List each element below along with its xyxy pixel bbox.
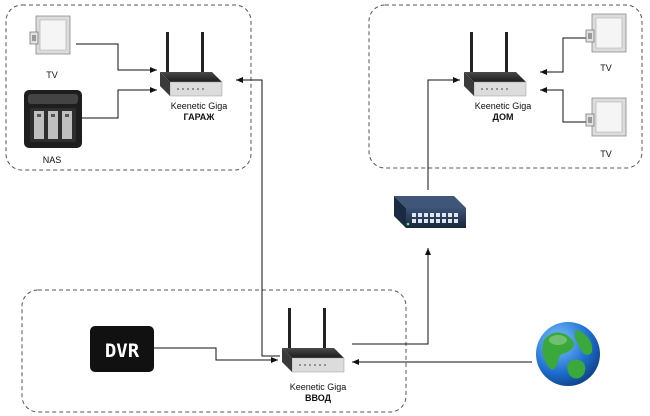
connector-tv-home-1: [540, 37, 587, 75]
group-garage: [5, 4, 252, 171]
connector-dvr: [154, 347, 278, 363]
connector-router-input-to-switch: [352, 248, 431, 345]
tv-icon: [585, 97, 627, 137]
group-input: [21, 289, 407, 413]
connector-switch-to-home: [427, 77, 460, 190]
router-input-name: Keenetic Giga: [289, 382, 347, 392]
connector-nas: [82, 87, 157, 119]
connector-tv-garage: [76, 43, 157, 73]
tv-icon: [29, 15, 71, 55]
dvr-label: DVR: [105, 340, 140, 362]
router-input-location: ВВОД: [304, 393, 332, 403]
router-icon: [463, 31, 527, 97]
nas-icon: [24, 90, 82, 148]
nas-label: NAS: [42, 155, 62, 165]
router-garage-location: ГАРАЖ: [183, 112, 215, 122]
group-home: [368, 4, 643, 169]
router-icon: [281, 307, 345, 373]
tv-garage-label: TV: [46, 70, 58, 80]
connector-router-input-to-garage: [236, 77, 280, 357]
network-switch-icon: [394, 196, 466, 228]
router-input-label: Keenetic Giga ВВОД: [263, 382, 373, 404]
router-garage-label: Keenetic Giga ГАРАЖ: [144, 101, 254, 123]
tv-icon: [585, 13, 627, 53]
globe-icon: [536, 322, 600, 386]
dvr-icon: DVR: [90, 326, 154, 372]
tv-home-2-label: TV: [600, 149, 612, 159]
router-home-name: Keenetic Giga: [474, 101, 532, 111]
router-garage-name: Keenetic Giga: [170, 101, 228, 111]
router-home-location: ДОМ: [492, 112, 514, 122]
tv-home-1-label: TV: [600, 63, 612, 73]
connector-tv-home-2: [540, 87, 587, 123]
router-icon: [159, 31, 223, 97]
router-home-label: Keenetic Giga ДОМ: [448, 101, 558, 123]
